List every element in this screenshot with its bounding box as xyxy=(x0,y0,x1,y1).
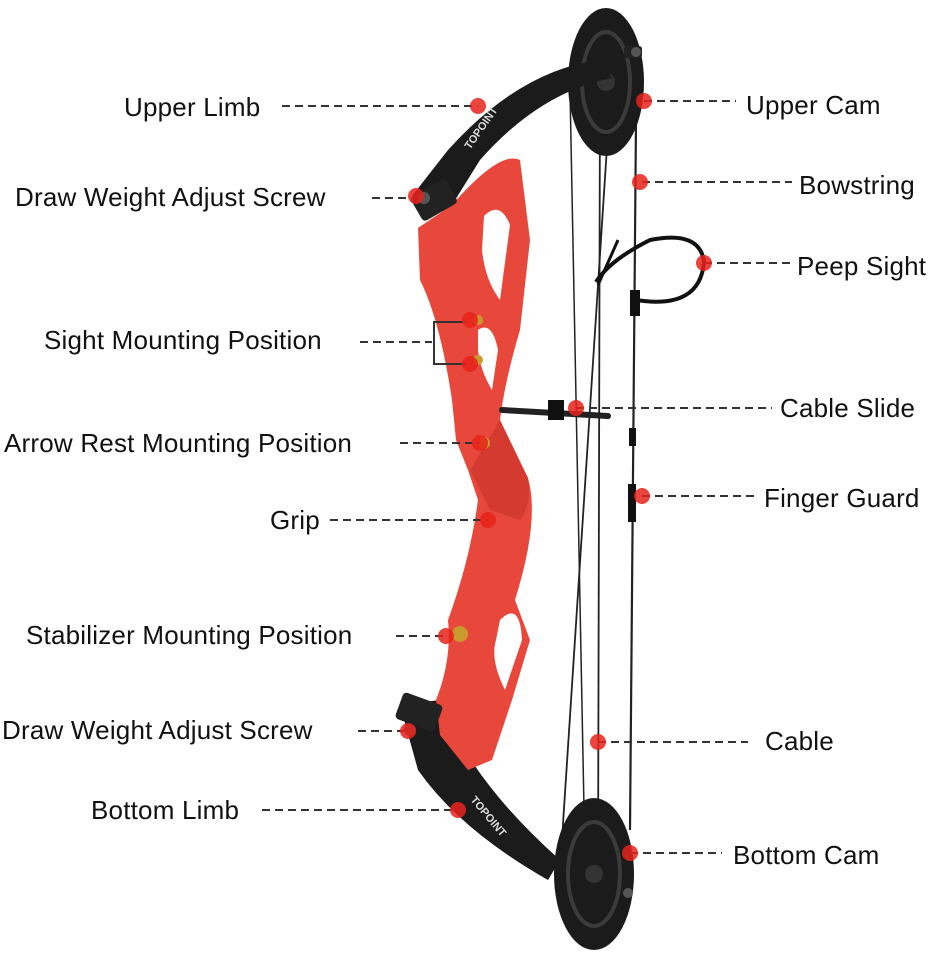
string-silencer xyxy=(629,428,636,446)
riser-cutout-middle xyxy=(478,327,498,390)
callout-markers xyxy=(400,93,712,861)
marker-stabilizer xyxy=(438,628,454,644)
label-stabilizer-mounting-position: Stabilizer Mounting Position xyxy=(26,620,353,650)
marker-grip xyxy=(480,512,496,528)
label-cable: Cable xyxy=(765,726,834,756)
marker-arrow-rest xyxy=(472,435,488,451)
bottom-cam xyxy=(554,798,634,950)
marker-draw-screw-top xyxy=(408,188,424,204)
label-bowstring: Bowstring xyxy=(799,170,915,200)
cable-c xyxy=(569,89,586,861)
upper-limb xyxy=(412,60,612,205)
draw-weight-screw-top-block xyxy=(411,179,457,221)
cable-b xyxy=(597,79,601,881)
label-finger-guard: Finger Guard xyxy=(764,483,920,513)
marker-cable-slide xyxy=(568,400,584,416)
bowstring-and-cables xyxy=(559,69,638,881)
label-draw-weight-screw-bottom: Draw Weight Adjust Screw xyxy=(2,715,313,745)
upper-cam xyxy=(568,8,644,156)
marker-bottom-limb xyxy=(450,802,466,818)
stabilizer-insert xyxy=(452,626,468,642)
label-peep-sight: Peep Sight xyxy=(797,251,927,281)
finger-guard xyxy=(628,484,636,522)
marker-bowstring xyxy=(632,174,648,190)
label-grip: Grip xyxy=(270,505,320,535)
marker-finger-guard xyxy=(634,488,650,504)
label-bottom-cam: Bottom Cam xyxy=(733,840,880,870)
riser-shade xyxy=(470,420,529,520)
label-arrow-rest-mounting-position: Arrow Rest Mounting Position xyxy=(4,428,353,458)
marker-bottom-cam xyxy=(622,845,638,861)
riser-cutout-upper xyxy=(482,209,510,300)
bowstring xyxy=(628,119,638,831)
marker-sight-mount-1 xyxy=(462,312,478,328)
marker-sight-mount-2 xyxy=(462,356,478,372)
marker-draw-screw-bottom xyxy=(400,723,416,739)
riser-cutout-lower xyxy=(494,613,522,690)
cable-a xyxy=(559,69,613,871)
sight-mount-bracket xyxy=(433,321,466,365)
peep-sight-tube xyxy=(594,235,707,304)
leader-lines xyxy=(262,100,792,854)
label-bottom-limb: Bottom Limb xyxy=(91,795,240,825)
label-upper-cam: Upper Cam xyxy=(746,90,881,120)
label-draw-weight-screw-top: Draw Weight Adjust Screw xyxy=(15,182,326,212)
marker-cable xyxy=(590,734,606,750)
draw-weight-screw-bottom-block xyxy=(395,692,443,732)
bottom-limb xyxy=(400,700,560,880)
label-upper-limb: Upper Limb xyxy=(124,92,261,122)
marker-upper-cam xyxy=(636,93,652,109)
marker-peep-sight xyxy=(696,255,712,271)
label-sight-mounting-position: Sight Mounting Position xyxy=(44,325,322,355)
marker-upper-limb xyxy=(470,98,486,114)
label-cable-slide: Cable Slide xyxy=(780,393,916,423)
